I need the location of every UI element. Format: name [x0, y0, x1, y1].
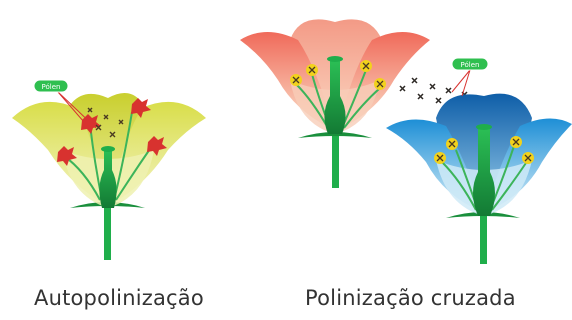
pollen-tag-left-label: Pólen: [42, 83, 61, 91]
pollen-tag-right: Pólen: [452, 58, 488, 96]
cross-pollination-receiver-flower: [386, 94, 572, 264]
cross-pollination-caption: Polinização cruzada: [305, 286, 516, 310]
stem: [480, 212, 487, 264]
pollen-tag-right-label: Pólen: [461, 61, 480, 69]
stigma: [101, 146, 115, 152]
stem: [332, 130, 339, 188]
stem: [104, 205, 111, 260]
stigma: [327, 56, 343, 62]
stigma: [476, 124, 492, 130]
cross-pollination-donor-flower: [240, 19, 430, 188]
self-pollination-caption: Autopolinização: [34, 286, 204, 310]
self-pollination-flower: Pólen: [12, 80, 206, 260]
